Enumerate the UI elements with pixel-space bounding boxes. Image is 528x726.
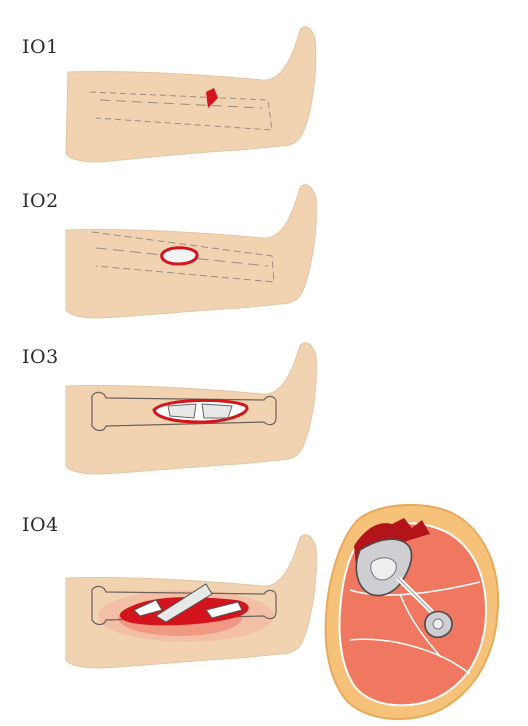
leg-with-small-puncture-icon xyxy=(0,0,528,170)
grade-panel-io3: IO3 xyxy=(0,340,528,490)
grade-panel-io1: IO1 xyxy=(0,0,528,170)
limb-cross-section-icon xyxy=(0,490,528,726)
grade-panel-io2: IO2 xyxy=(0,170,528,340)
leg-with-small-open-wound-icon xyxy=(0,170,528,340)
grade-panel-io4: IO4 xyxy=(0,490,528,726)
leg-with-open-fracture-wound-icon xyxy=(0,340,528,490)
